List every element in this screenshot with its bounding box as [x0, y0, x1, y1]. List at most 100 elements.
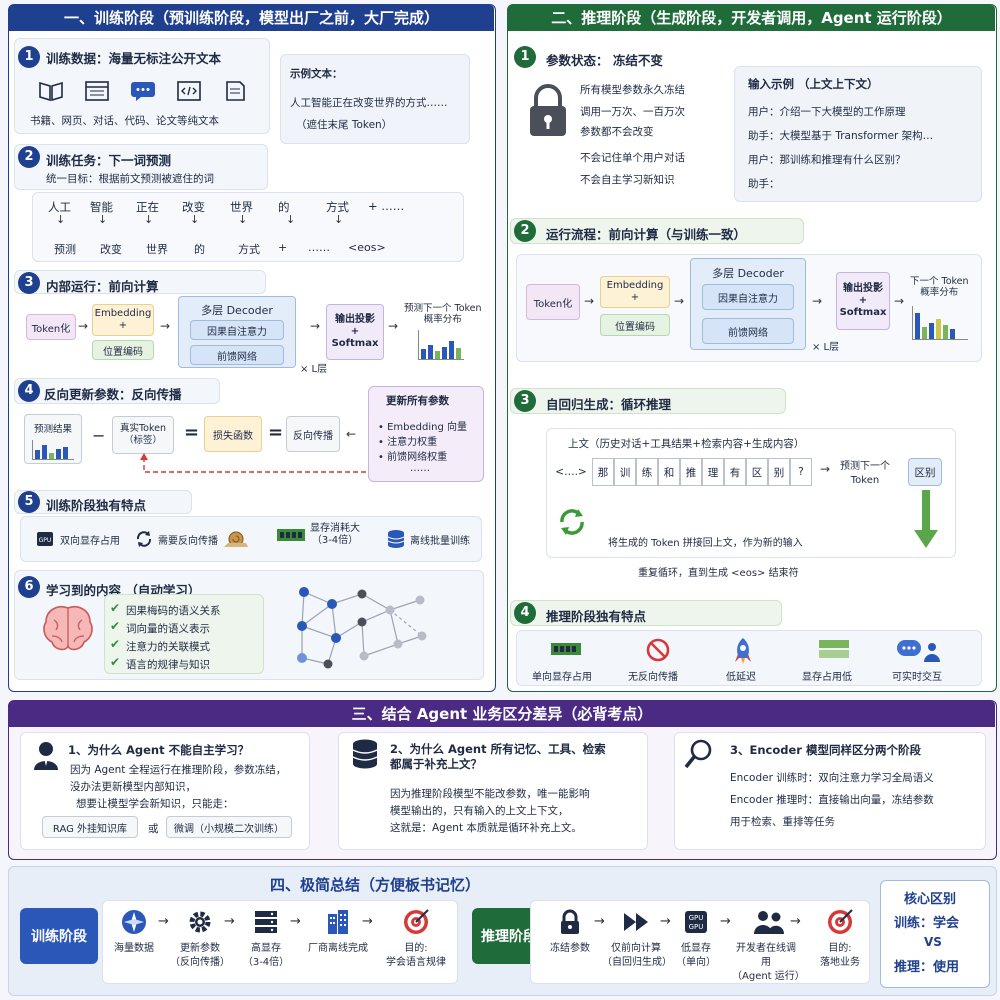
agent-q2-card — [338, 732, 648, 850]
input-token: 正在 — [136, 200, 159, 214]
core-infer: 推理：使用 — [894, 960, 960, 975]
backprop-box: 反向传播 — [286, 416, 340, 452]
svg-text:GPU: GPU — [689, 923, 704, 931]
predict-next-label: 预测下一个 Token — [840, 461, 890, 486]
feature-low-memory: 显存占用低 — [802, 672, 852, 683]
feedback-dashed-arrow — [140, 453, 366, 473]
down-arrow-icon: ↓ — [190, 213, 200, 226]
knowledge-graph-icon — [297, 587, 427, 669]
summary-step: 海量数据 — [114, 943, 154, 954]
summary-step: 高显存 （3-4倍） — [242, 943, 290, 968]
feature-single-memory: 单向显存占用 — [532, 672, 592, 683]
prediction-bars — [32, 440, 74, 460]
embedding-box: Embedding + — [92, 304, 154, 336]
lock-icon — [556, 908, 584, 939]
param-state-title: 参数状态： 冻结不变 — [546, 53, 663, 68]
summary-step: 更新参数 （反向传播） — [170, 943, 230, 968]
context-cell: 有 — [724, 458, 746, 486]
brain-icon — [40, 602, 96, 657]
learned-item: 词向量的语义表示 — [126, 623, 210, 635]
feature-no-backprop: 无反向传播 — [628, 672, 678, 683]
q1-title: 1、为什么 Agent 不能自主学习？ — [68, 743, 250, 757]
book-icon — [38, 80, 64, 102]
check-icon: ✔ — [110, 601, 121, 615]
loop-icon — [560, 509, 584, 535]
building-icon — [324, 908, 352, 939]
output-token: 世界 — [146, 243, 168, 256]
train-features-card — [14, 490, 192, 514]
summary-header: 四、极简总结（方便板书记忆） — [270, 876, 481, 894]
train-stage-label: 训练阶段 — [20, 908, 98, 964]
feature-realtime: 可实时交互 — [892, 672, 942, 683]
attention-box: 因果自注意力 — [702, 284, 794, 310]
freeze-line: 调用一万次、一百万次 — [580, 106, 685, 118]
step-number: 3 — [514, 390, 536, 412]
down-arrow-icon: ↓ — [286, 213, 296, 226]
step-number: 4 — [18, 380, 40, 402]
prediction-label: 预测下一个 Token 概率分布 — [404, 303, 482, 325]
context-label: 上文（历史对话+工具结果+检索内容+生成内容） — [568, 438, 805, 450]
arrow-icon: → — [388, 319, 399, 333]
gear-icon — [186, 908, 214, 939]
decoder-label: 多层 Decoder — [201, 304, 273, 317]
lock-icon — [526, 82, 570, 141]
cycle-icon — [136, 531, 152, 547]
embedding-box: Embedding + — [600, 276, 670, 308]
tokenize-box: Token化 — [26, 314, 76, 340]
prediction-label: 下一个 Token 概率分布 — [910, 276, 969, 298]
example-line: 用户：那训练和推理有什么区别？ — [748, 154, 906, 166]
example-line: 用户：介绍一下大模型的工作原理 — [748, 106, 906, 118]
feature-low-latency: 低延迟 — [726, 672, 756, 683]
summary-step: 开发者在线调用 （Agent 运行） — [732, 943, 805, 982]
context-cell: 训 — [614, 458, 636, 486]
repeat-label: 重复循环，直到生成 <eos> 结束符 — [638, 568, 799, 579]
chat-user-icon — [896, 638, 944, 667]
tokenize-box: Token化 — [526, 284, 580, 320]
equals-sign: = — [184, 422, 200, 443]
loss-box: 损失函数 — [204, 416, 262, 452]
prob-distribution — [912, 306, 968, 340]
learned-item: 语言的规律与知识 — [126, 659, 210, 671]
q3-line: Encoder 推理时：直接输出向量，冻结参数 — [730, 794, 934, 806]
step-number: 4 — [514, 602, 536, 624]
train-features-row — [20, 516, 482, 562]
q1-line: 想要让模型学会新知识，只能走： — [76, 798, 234, 810]
svg-text:GPU: GPU — [39, 537, 52, 544]
input-token: 的 — [278, 200, 290, 214]
down-arrow-icon: ↓ — [334, 213, 344, 226]
core-title: 核心区别 — [904, 892, 957, 907]
autoregressive-title: 自回归生成：循环推理 — [546, 397, 672, 412]
down-arrow-icon: ↓ — [238, 213, 248, 226]
context-cell: 练 — [636, 458, 658, 486]
check-icon: ✔ — [110, 619, 121, 633]
q3-title: 3、Encoder 模型同样区分两个阶段 — [730, 743, 921, 757]
true-token-box: 真实Token （标签） — [112, 416, 174, 454]
feature-offline-batch: 离线批量训练 — [386, 529, 470, 549]
input-example-card — [734, 66, 982, 202]
summary-step: 目的: 落地业务 — [820, 943, 860, 968]
snail-icon — [224, 531, 248, 547]
arrow-icon: → — [224, 914, 235, 929]
database-icon — [387, 530, 405, 548]
token-sequence-card — [32, 192, 464, 262]
append-label: 将生成的 Token 拼接回上文，作为新的输入 — [608, 538, 803, 549]
paper-icon — [222, 80, 248, 102]
arrow-icon: → — [674, 294, 685, 308]
train-task-title: 训练任务：下一词预测 — [46, 153, 172, 168]
learned-item: 注意力的关联模式 — [126, 641, 210, 653]
context-cell: 那 — [592, 458, 614, 486]
input-token: 改变 — [182, 200, 205, 214]
update-params-card — [368, 386, 484, 482]
summary-step: 低显存 （单向） — [676, 943, 716, 968]
output-token: …… — [308, 241, 330, 254]
update-title: 更新所有参数 — [386, 395, 449, 407]
feature-memory-heavy: 显存消耗大 （3-4倍） — [276, 523, 360, 547]
update-item: • 注意力权重 — [378, 437, 438, 448]
update-item: • Embedding 向量 — [378, 422, 467, 433]
context-cell: ? — [790, 458, 812, 486]
magnifier-icon — [684, 738, 714, 773]
summary-step: 冻结参数 — [550, 943, 590, 954]
chip-icon: GPU — [37, 532, 53, 546]
step-number: 3 — [18, 272, 40, 294]
q2-line: 模型输出的，只有输入的上文上下文， — [390, 805, 569, 817]
